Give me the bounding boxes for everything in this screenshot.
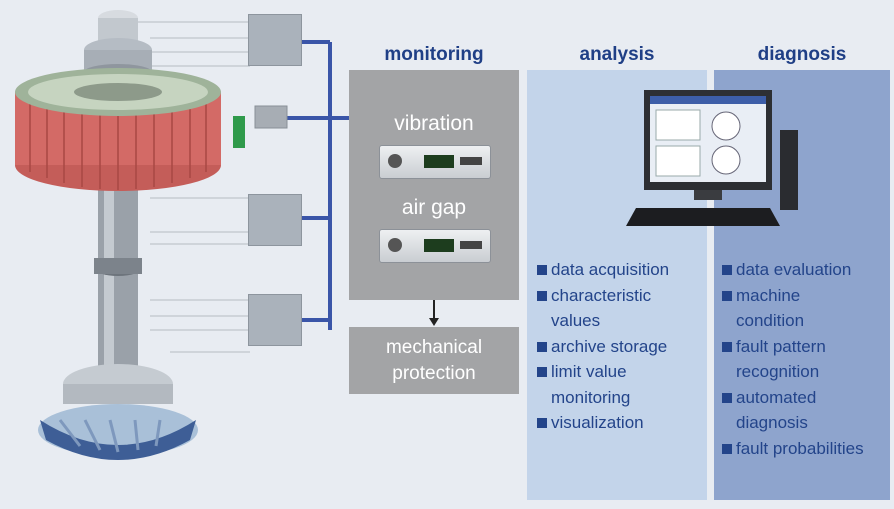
sensor-box-icon	[248, 194, 302, 246]
protection-line-2: protection	[392, 363, 476, 384]
measurement-device-icon	[379, 145, 491, 179]
sensor-box-icon	[248, 14, 302, 66]
mechanical-protection: mechanical protection	[349, 335, 519, 387]
measurement-device-icon	[379, 229, 491, 263]
list-item: archive storage	[537, 334, 705, 360]
list-item: data acquisition	[537, 257, 705, 283]
diagnosis-heading: diagnosis	[757, 44, 847, 65]
list-item: fault probabilities	[722, 436, 892, 462]
protection-panel	[349, 327, 519, 394]
connector-lines	[287, 40, 349, 330]
protection-line-1: mechanical	[385, 337, 483, 358]
monitoring-heading: monitoring	[384, 44, 484, 65]
sensor-box-icon	[248, 294, 302, 346]
analysis-heading: analysis	[579, 44, 655, 65]
list-item: visualization	[537, 410, 705, 436]
vibration-label: vibration	[394, 112, 474, 135]
computer-icon	[626, 90, 798, 226]
air-gap-label: air gap	[401, 196, 467, 219]
list-item: data evaluation	[722, 257, 892, 283]
